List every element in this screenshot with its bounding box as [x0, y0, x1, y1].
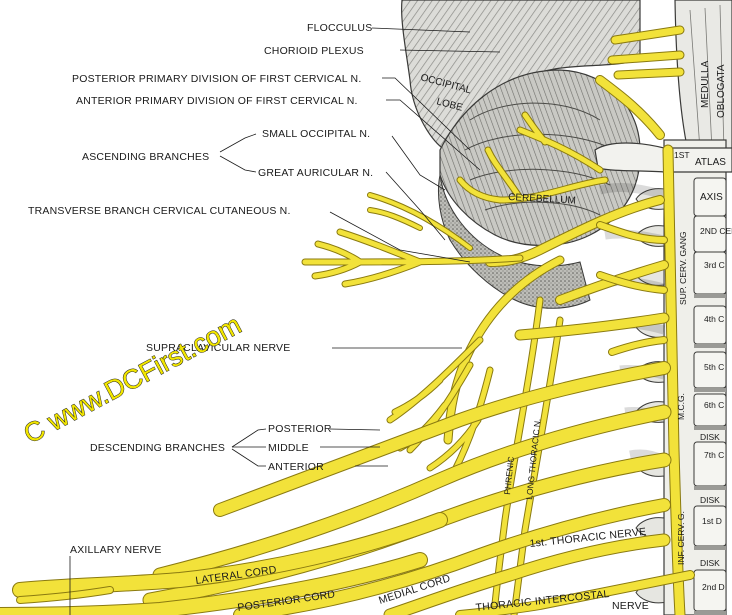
vertebra-body	[693, 251, 727, 295]
first-cervical-branch	[596, 76, 664, 139]
intervertebral-disk	[694, 426, 726, 430]
leader-lines	[69, 27, 501, 615]
label-first-d: 1st D	[702, 516, 722, 526]
hypoglossal-bundle	[608, 26, 684, 79]
long-thoracic-nerve	[511, 317, 563, 615]
label-third-c: 3rd C	[704, 260, 725, 270]
transverse-upper-branch	[368, 193, 472, 250]
great-auricular-nerve	[457, 147, 608, 203]
label-small-occipital: SMALL OCCIPITAL N.	[262, 128, 370, 140]
t1-root	[384, 534, 670, 615]
c6-root	[153, 405, 671, 582]
label-anterior-primary: ANTERIOR PRIMARY DIVISION OF FIRST CERVI…	[76, 95, 358, 107]
intervertebral-disk	[694, 294, 726, 298]
vertebra-body	[693, 305, 727, 345]
intervertebral-disk	[694, 486, 726, 490]
intervertebral-disk	[694, 388, 726, 392]
label-cerebellum: CEREBELLUM	[508, 192, 576, 207]
label-fourth-c: 4th C	[704, 314, 724, 324]
small-occipital-nerve	[517, 112, 603, 173]
label-nerve: NERVE	[612, 600, 649, 612]
label-transverse-branch: TRANSVERSE BRANCH CERVICAL CUTANEOUS N.	[28, 205, 291, 217]
label-fifth-c: 5th C	[704, 362, 724, 372]
c8-root	[234, 499, 670, 615]
label-second-cer: 2ND CER.	[700, 226, 732, 236]
label-choroid-plexus: CHORIOID PLEXUS	[264, 45, 364, 57]
label-second-d: 2nd D	[702, 582, 725, 592]
label-phrenic: PHRENIC	[502, 456, 516, 495]
label-seventh-c: 7th C	[704, 450, 724, 460]
intervertebral-disk	[694, 546, 726, 550]
label-anterior: ANTERIOR	[268, 461, 324, 473]
vertebra-body	[693, 393, 727, 427]
label-great-auricular: GREAT AURICULAR N.	[258, 167, 373, 179]
label-atlas: ATLAS	[695, 157, 726, 168]
label-descending-branches: DESCENDING BRANCHES	[90, 442, 225, 454]
medulla-lines	[689, 4, 725, 151]
label-mcg: M.C.G.	[676, 393, 686, 420]
transverse-cervical-nerve	[302, 229, 523, 287]
label-disk-1: DISK	[700, 432, 720, 442]
c4-root	[515, 313, 669, 340]
vertebra-body	[693, 505, 727, 547]
sympathetic-trunk	[663, 145, 685, 615]
label-flocculus: FLOCCULUS	[307, 22, 372, 34]
label-sup-cerv-gang: SUP. CERV. GANG	[678, 231, 688, 305]
posterior-descending	[387, 337, 483, 423]
c5-root	[214, 362, 670, 516]
intercostal-nerve	[456, 571, 694, 615]
label-axis: AXIS	[700, 192, 723, 203]
label-middle: MIDDLE	[268, 442, 309, 454]
label-oblongata: OBLOGATA	[716, 64, 727, 118]
label-posterior: POSTERIOR	[268, 423, 332, 435]
label-disk-2: DISK	[700, 495, 720, 505]
lateral-cord	[13, 513, 447, 597]
label-sixth-c: 6th C	[704, 400, 724, 410]
label-supraclavicular: SUPRACLAVICULAR NERVE	[146, 342, 290, 354]
label-ascending-branches: ASCENDING BRANCHES	[82, 151, 209, 163]
intervertebral-disk	[694, 611, 726, 615]
label-medulla: MEDULLA	[700, 60, 711, 108]
nerve-network	[0, 25, 695, 615]
anterior-descending	[427, 367, 493, 473]
vertebra-body	[693, 441, 727, 487]
label-first: 1ST	[674, 150, 690, 160]
label-posterior-primary: POSTERIOR PRIMARY DIVISION OF FIRST CERV…	[72, 73, 361, 85]
axillary-nerve	[17, 587, 113, 603]
cervical-loops	[597, 222, 667, 355]
label-disk-3: DISK	[700, 558, 720, 568]
lateral-skull-shape	[437, 174, 591, 309]
watermark-text: C www.DCFirst.com	[19, 309, 246, 449]
label-inf-cerv-g: INF. CERV. G.	[676, 511, 686, 565]
label-axillary: AXILLARY NERVE	[70, 544, 162, 556]
intervertebral-disk	[694, 344, 726, 348]
